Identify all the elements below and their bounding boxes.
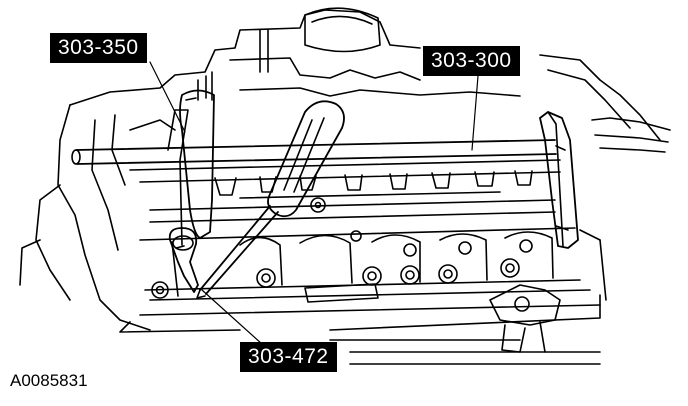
callout-label: 303-472 xyxy=(248,345,329,368)
callout-tool-303-472: 303-472 xyxy=(240,342,337,372)
callout-tool-303-350: 303-350 xyxy=(50,33,147,63)
right-bracket-plate xyxy=(489,284,561,353)
callout-tool-303-300: 303-300 xyxy=(423,46,520,76)
callout-label: 303-300 xyxy=(431,49,512,72)
base-lines xyxy=(329,339,601,365)
callout-leaders xyxy=(149,61,479,345)
retaining-tool-303-350 xyxy=(167,75,215,297)
screwdriver-tool-303-472 xyxy=(196,100,345,299)
figure-reference-number: A0085831 xyxy=(10,371,88,390)
engine-block-outline xyxy=(19,7,671,331)
callout-label: 303-350 xyxy=(58,36,139,59)
camshaft-alignment-tool-303-300 xyxy=(71,111,579,249)
